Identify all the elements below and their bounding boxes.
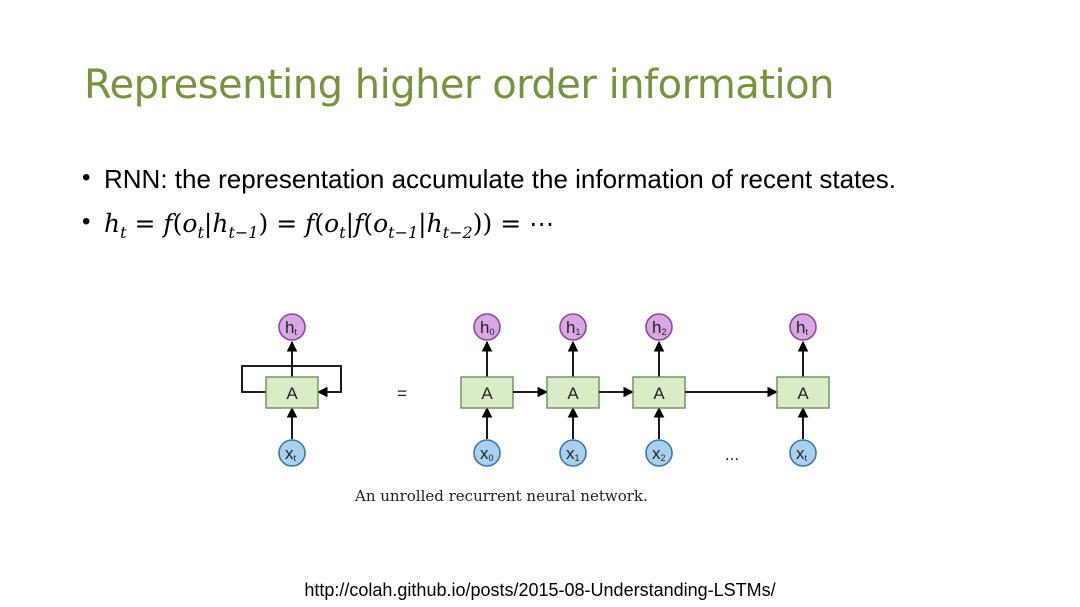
cell-a-box <box>632 376 686 409</box>
input-label: x2 <box>652 444 666 463</box>
unrolled-cell-1: h1 A x1 <box>546 313 600 467</box>
cell-a-label: A <box>481 384 493 403</box>
input-label: x0 <box>480 444 494 463</box>
hidden-state-node <box>645 313 673 341</box>
hidden-state-label: h2 <box>652 318 666 337</box>
hidden-state-node <box>789 313 817 341</box>
input-node <box>473 439 501 467</box>
hidden-state-label: h0 <box>480 318 494 337</box>
input-label: xt <box>285 444 297 463</box>
rolled-rnn-cell: ht A xt <box>241 313 342 467</box>
recurrence-equation: ht = f(ot|ht−1) = f(ot|f(ot−1|ht−2)) = ⋯ <box>104 209 555 242</box>
hidden-state-label: ht <box>796 318 808 337</box>
cell-a-box <box>546 376 600 409</box>
rnn-unrolled-diagram: ht A xt = h0 A x0 h1 A x1 <box>241 313 830 467</box>
cell-a-label: A <box>286 384 298 403</box>
input-node <box>559 439 587 467</box>
cell-a-box <box>265 376 319 409</box>
bullet-list: • RNN: the representation accumulate the… <box>82 164 1042 252</box>
slide-title: Representing higher order information <box>84 62 834 108</box>
cell-a-label: A <box>567 384 579 403</box>
diagram-caption: An unrolled recurrent neural network. <box>355 487 648 505</box>
bullet-item-equation: • ht = f(ot|ht−1) = f(ot|f(ot−1|ht−2)) =… <box>82 208 1042 252</box>
hidden-state-node <box>278 313 306 341</box>
input-label: xt <box>796 444 808 463</box>
unrolled-cell-2: h2 A x2 <box>632 313 686 467</box>
hidden-state-label: h1 <box>566 318 580 337</box>
bullet-dot: • <box>82 164 91 191</box>
hidden-state-node <box>473 313 501 341</box>
bullet-dot: • <box>82 208 91 235</box>
hidden-state-label: ht <box>285 318 297 337</box>
input-node <box>278 439 306 467</box>
unrolled-cell-t: ht A xt <box>776 313 830 467</box>
cell-a-label: A <box>653 384 665 403</box>
equals-sign: = <box>397 384 407 403</box>
bullet-item-rnn: • RNN: the representation accumulate the… <box>82 164 1042 208</box>
hidden-state-node <box>559 313 587 341</box>
input-node <box>645 439 673 467</box>
input-label: x1 <box>566 444 580 463</box>
cell-a-box <box>776 376 830 409</box>
ellipsis: ... <box>725 445 739 464</box>
source-link[interactable]: http://colah.github.io/posts/2015-08-Und… <box>304 580 776 600</box>
input-node <box>789 439 817 467</box>
bullet-text: RNN: the representation accumulate the i… <box>104 164 896 194</box>
cell-a-label: A <box>797 384 809 403</box>
unrolled-cell-0: h0 A x0 <box>460 313 514 467</box>
cell-a-box <box>460 376 514 409</box>
